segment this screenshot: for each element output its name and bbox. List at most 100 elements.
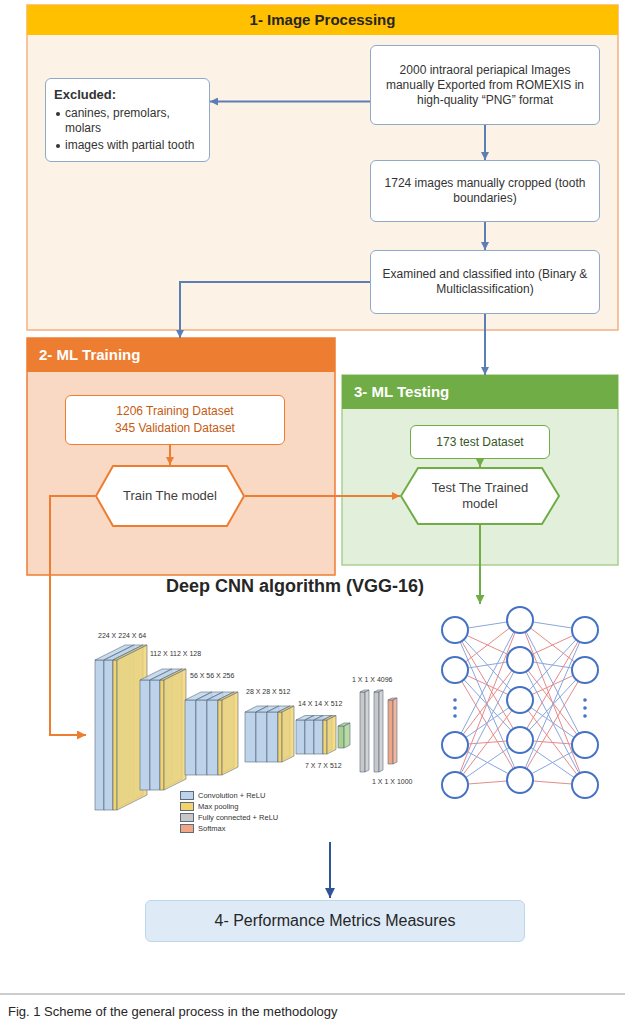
dimension-label: 1 X 1 X 1000 (372, 778, 412, 785)
neuron (572, 617, 598, 643)
node-text: images with partial tooth (54, 138, 194, 153)
neuron (507, 687, 533, 713)
band-heading: 1- Image Processing (27, 5, 618, 35)
slab-face (338, 726, 344, 748)
node-text: 1206 Training Dataset (116, 404, 233, 419)
ellipsis-dot (453, 698, 457, 702)
slab-face (314, 720, 323, 754)
legend-text: Fully connected + ReLU (198, 813, 278, 822)
slab-face (379, 690, 383, 772)
neuron (572, 732, 598, 758)
legend-row: Convolution + ReLU (180, 790, 278, 801)
legend-text: Max pooling (198, 802, 238, 811)
neuron (442, 772, 468, 798)
network-figure (442, 607, 598, 798)
process-box: 2000 intraoral periapical Images manuall… (370, 45, 600, 125)
band-heading: 3- ML Testing (342, 375, 618, 409)
slab-face (245, 712, 256, 762)
result-box: 4- Performance Metrics Measures (145, 900, 525, 942)
slab-face (393, 698, 397, 764)
ellipsis-dot (583, 698, 587, 702)
slab-face (344, 723, 350, 748)
node-text: Examined and classified into (Binary & M… (379, 267, 591, 297)
layer-slab (338, 723, 350, 748)
slab-face (164, 669, 186, 790)
node-text: canines, premolars, molars (54, 106, 201, 136)
band-header (27, 5, 618, 35)
cnn-figure (95, 645, 397, 810)
flow-arrow (484, 125, 486, 160)
slab-face (222, 692, 238, 775)
band-header (342, 375, 618, 409)
figure-caption: Fig. 1 Scheme of the general process in … (8, 1004, 338, 1019)
flow-line (50, 496, 95, 735)
layer-slab (296, 716, 314, 755)
process-box: 1724 images manually cropped (tooth boun… (370, 160, 600, 222)
dimension-label: 1 X 1 X 4096 (352, 676, 392, 683)
flow-arrow (245, 495, 400, 497)
dataset-box: 173 test Dataset (410, 425, 550, 459)
dimension-label: 112 X 112 X 128 (150, 650, 201, 657)
process-band: 173 test DatasetTest The Trained model3-… (342, 375, 618, 565)
flow-arrow (180, 282, 370, 338)
hexagon-shape (401, 468, 559, 524)
slab-face (104, 660, 113, 810)
neuron (442, 657, 468, 683)
exclusion-box: Excluded: canines, premolars, molars image… (45, 78, 210, 162)
layer-slab (360, 690, 369, 772)
legend-swatch (180, 824, 194, 833)
slab-face (207, 700, 218, 775)
node-text: Train The model (123, 488, 217, 504)
slab-face (365, 690, 369, 772)
legend-row: Fully connected + ReLU (180, 812, 278, 823)
ellipsis-dot (453, 714, 457, 718)
dimension-label: 7 X 7 X 512 (305, 762, 342, 769)
layer-slab (305, 716, 323, 755)
layer-slab (218, 692, 238, 775)
slab-face (113, 660, 117, 810)
layer-slab (374, 690, 383, 772)
neuron (507, 727, 533, 753)
neuron (442, 732, 468, 758)
slab-face (323, 720, 327, 754)
dimension-label: 28 X 28 X 512 (246, 688, 290, 695)
slab-face (267, 712, 278, 762)
slab-face (282, 706, 294, 762)
slab-face (296, 720, 305, 754)
neuron (507, 767, 533, 793)
legend-row: Max pooling (180, 801, 278, 812)
node-text: Excluded: (54, 87, 116, 103)
neuron (572, 772, 598, 798)
neuron (572, 657, 598, 683)
flow-line (329, 842, 331, 898)
dataset-box: 1206 Training Dataset345 Validation Data… (65, 395, 285, 445)
neuron (507, 607, 533, 633)
process-band: 1206 Training Dataset345 Validation Data… (27, 338, 335, 575)
slab-face (305, 720, 314, 754)
caption-rule (0, 994, 625, 995)
dimension-label: 224 X 224 X 64 (98, 632, 146, 639)
legend-text: Softmax (198, 824, 226, 833)
layer-slab (196, 692, 223, 775)
flow-arrow (210, 101, 370, 103)
ellipsis-dot (583, 714, 587, 718)
slab-face (256, 706, 268, 762)
node-text: 2000 intraoral periapical Images manuall… (379, 63, 591, 108)
flow-line (479, 525, 481, 604)
network-link (520, 630, 585, 740)
hexagon-shape (96, 466, 244, 526)
layer-slab (245, 706, 268, 762)
layer-slab (278, 706, 294, 762)
legend: Convolution + ReLUMax poolingFully conne… (180, 790, 278, 834)
layer-slab (160, 669, 186, 790)
flow-arrow (484, 222, 486, 250)
slab-face (185, 700, 196, 775)
slab-face (160, 680, 164, 790)
node-text: 1724 images manually cropped (tooth boun… (379, 176, 591, 206)
process-box: Examined and classified into (Binary & M… (370, 250, 600, 314)
slab-face (140, 680, 150, 790)
ellipsis-dot (453, 706, 457, 710)
slab-face (305, 716, 314, 755)
band-heading: 2- ML Training (27, 338, 335, 372)
